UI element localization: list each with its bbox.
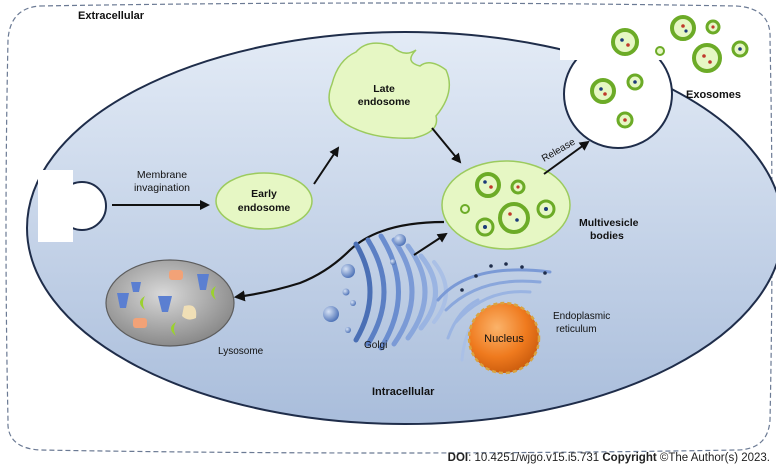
golgi-apparatus <box>323 233 448 351</box>
arrow-to-late-endosome <box>313 146 340 185</box>
intracellular-label: Intracellular <box>372 386 435 398</box>
early-endosome-label-1: Early <box>251 188 277 200</box>
arrow-to-multivesicle-body <box>431 127 462 164</box>
extracellular-boundary <box>5 2 773 454</box>
release-arrow <box>543 140 590 175</box>
invagination-mask <box>38 170 73 242</box>
early-endosome <box>215 172 313 230</box>
early-endosome-label-2: endosome <box>238 202 291 214</box>
multivesicle-bodies-label-2: bodies <box>590 230 624 242</box>
membrane-invagination-label-1: Membrane <box>137 169 187 181</box>
doi-value: : 10.4251/wjgo.v15.i5.731 <box>468 452 600 464</box>
er-label-1: Endoplasmic <box>553 311 610 322</box>
copyright-label: Copyright <box>602 452 657 464</box>
golgi-label: Golgi <box>364 340 387 351</box>
arrow-to-lysosome <box>233 220 445 302</box>
membrane-invagination-label-2: invagination <box>134 182 190 194</box>
multivesicle-bodies-label-1: Multivesicle <box>579 217 639 229</box>
nucleus-label: Nucleus <box>484 333 524 345</box>
copyright-value: ©The Author(s) 2023. <box>656 452 770 464</box>
lysosome-label: Lysosome <box>218 346 264 357</box>
exosomes-label: Exosomes <box>686 89 741 101</box>
lysosome <box>105 259 235 347</box>
late-endosome-label-1: Late <box>373 83 395 95</box>
arrow-golgi-to-multivesicle <box>413 232 448 256</box>
multivesicle-body <box>441 160 571 250</box>
late-endosome <box>328 42 451 139</box>
nucleus <box>467 301 541 375</box>
extracellular-label: Extracellular <box>78 10 145 22</box>
exosomes-cluster <box>590 15 749 129</box>
er-label-2: reticulum <box>556 324 597 335</box>
citation-footer: DOI: 10.4251/wjgo.v15.i5.731 Copyright ©… <box>0 452 770 468</box>
doi-label: DOI <box>447 452 469 464</box>
late-endosome-label-2: endosome <box>358 96 411 108</box>
